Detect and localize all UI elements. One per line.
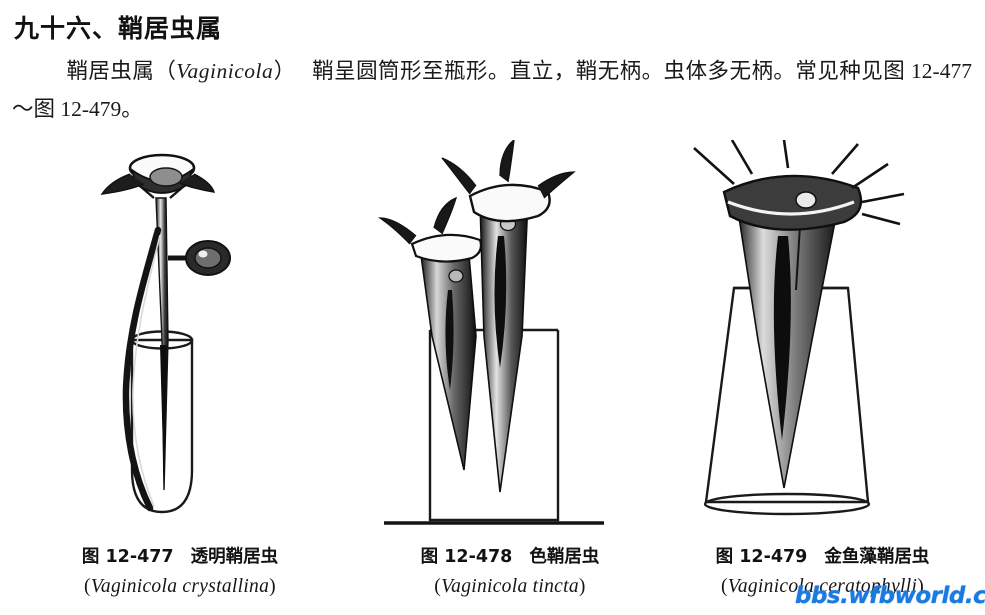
figure-number: 图 12-477 [81, 547, 174, 567]
figure-caption-12-479: 图 12-479 金鱼藻鞘居虫 (Vaginicola ceratophylli) [660, 543, 985, 598]
figure-illustration-12-479 [672, 140, 972, 540]
caption-latin-12-477: (Vaginicola crystallina) [20, 576, 340, 598]
peristome-disc [722, 174, 863, 231]
peristome-rim-short [410, 233, 483, 263]
cilia-spine-2 [730, 140, 754, 175]
stalk-highlight [132, 234, 161, 507]
cilia-spine-5 [851, 162, 889, 190]
figure-name-cn: 透明鞘居虫 [190, 547, 279, 567]
paren-close: ) [269, 576, 276, 597]
paren-open: （ [154, 59, 177, 83]
lorica-base [703, 492, 871, 516]
cilia-tuft-tall-right [537, 171, 576, 199]
cilia-spine-3 [782, 140, 790, 169]
figure-name-cn: 色鞘居虫 [529, 547, 600, 567]
figure-caption-12-477: 图 12-477 透明鞘居虫 (Vaginicola crystallina) [20, 543, 340, 598]
paren-close: ) [578, 576, 586, 597]
ciliary-disc [149, 167, 183, 187]
zooid-short-macronucleus [445, 290, 454, 390]
cilia-tuft-short-top [433, 196, 457, 235]
caption-latin-12-478: (Vaginicola tincta) [360, 576, 660, 598]
caption-title-12-477: 图 12-477 透明鞘居虫 [20, 543, 340, 568]
caption-title-12-479: 图 12-479 金鱼藻鞘居虫 [660, 543, 985, 568]
zooid-tall-macronucleus [494, 236, 507, 368]
figure-name-latin: Vaginicola ceratophylli [727, 576, 918, 597]
cilia-spine-7 [861, 212, 901, 226]
cilia-spine-6 [861, 192, 905, 204]
paren-close: ) [917, 576, 924, 597]
figure-name-latin: Vaginicola tincta [441, 576, 579, 597]
figure-illustration-12-477 [40, 140, 330, 540]
contractile-stalk [122, 226, 162, 512]
zooid-short-vacuole [448, 269, 464, 283]
lateral-bud-inner [194, 247, 222, 269]
cilia-tuft-short-left [377, 217, 417, 245]
figure-illustration-12-478 [372, 140, 662, 540]
macronucleus [773, 236, 791, 440]
paren-open: ( [84, 576, 91, 597]
paren-open: ( [434, 576, 442, 597]
site-watermark: bbs.wfbworld.com [795, 583, 985, 609]
genus-name-latin: Vaginicola [176, 59, 274, 83]
body-paragraph: 鞘居虫属（Vaginicola）鞘呈圆筒形至瓶形。直立，鞘无柄。虫体多无柄。常见… [12, 52, 972, 128]
drawing-ciliate-crystallina [100, 153, 231, 514]
genus-description: 鞘呈圆筒形至瓶形。直立，鞘无柄。虫体多无柄。常见种见图 12-477～图 12-… [12, 59, 972, 121]
cilia-spine-1 [693, 147, 735, 185]
caption-title-12-478: 图 12-478 色鞘居虫 [360, 543, 660, 568]
contractile-vacuole [795, 191, 817, 209]
cilia-tuft-tall-left [441, 157, 477, 195]
zooid-core-shadow [160, 345, 167, 488]
figure-number: 图 12-479 [715, 547, 808, 567]
cilia-tuft-right [179, 173, 216, 193]
figure-number: 图 12-478 [420, 547, 513, 567]
caption-latin-12-479: (Vaginicola ceratophylli) [660, 576, 985, 598]
paren-open: ( [720, 576, 728, 597]
cilia-tuft-left [100, 173, 145, 195]
drawing-ciliate-tincta [377, 140, 604, 525]
internal-line [795, 225, 801, 291]
figure-caption-12-478: 图 12-478 色鞘居虫 (Vaginicola tincta) [360, 543, 660, 598]
figure-name-latin: Vaginicola crystallina [90, 576, 270, 597]
peristome-neck-lines [139, 185, 185, 199]
peristome-rim-tall [468, 183, 551, 223]
figure-row [0, 140, 985, 540]
paren-close: ） [273, 59, 296, 83]
lorica-outline [428, 330, 560, 522]
cilia-tuft-tall-top [499, 140, 515, 183]
drawing-ciliate-ceratophylli [693, 140, 905, 516]
lorica-outline [130, 338, 194, 514]
lateral-bud-vacuole [198, 250, 208, 258]
figure-name-cn: 金鱼藻鞘居虫 [824, 547, 930, 567]
genus-name-cn: 鞘居虫属 [66, 59, 155, 83]
peristome-highlight [727, 200, 855, 216]
page-title: 九十六、鞘居虫属 [14, 14, 223, 43]
cilia-spine-4 [831, 143, 859, 175]
